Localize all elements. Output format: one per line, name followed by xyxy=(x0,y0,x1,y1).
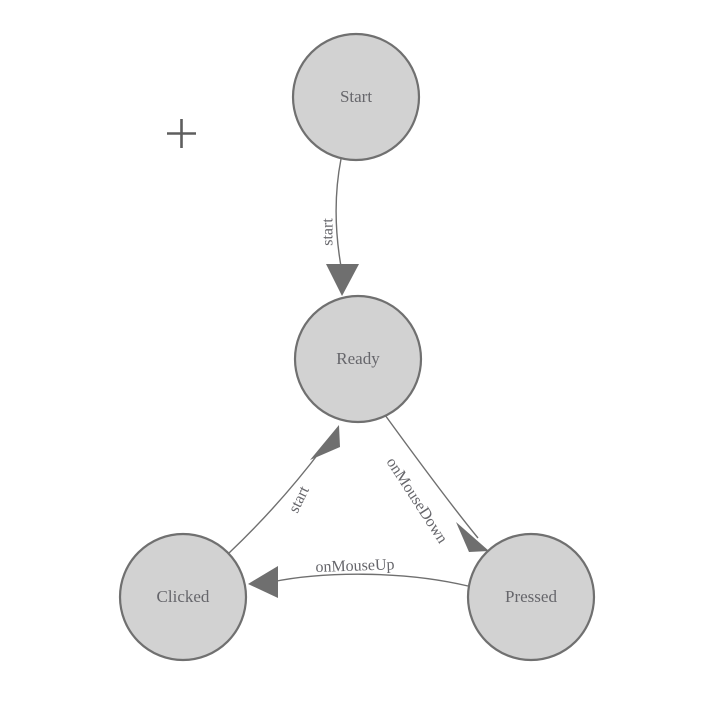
node-pressed-circle xyxy=(466,532,596,662)
edge-pressed-to-clicked-arrowhead xyxy=(248,566,278,598)
edge-pressed-to-clicked-path xyxy=(271,573,469,587)
edge-ready-to-pressed-path xyxy=(384,414,479,539)
node-clicked-circle xyxy=(118,532,248,662)
node-pressed[interactable]: Pressed xyxy=(466,532,596,662)
edge-clicked-to-ready[interactable]: start xyxy=(228,425,340,554)
edge-label-pressed-to-clicked: onMouseUp xyxy=(315,556,395,576)
node-ready-circle xyxy=(293,294,423,424)
node-start-circle xyxy=(291,32,421,162)
edge-start-to-ready-arrowhead xyxy=(326,264,359,296)
node-start-label: Start xyxy=(340,87,372,106)
edge-label-start-to-ready: start xyxy=(320,218,337,246)
edge-pressed-to-clicked[interactable]: onMouseUp xyxy=(248,556,469,598)
edge-ready-to-pressed-arrowhead xyxy=(456,522,489,552)
node-ready[interactable]: Ready xyxy=(293,294,423,424)
node-ready-label: Ready xyxy=(336,349,380,368)
edge-label-clicked-to-ready: start xyxy=(286,483,314,516)
edge-ready-to-pressed[interactable]: onMouseDown xyxy=(383,414,489,552)
node-clicked[interactable]: Clicked xyxy=(118,532,248,662)
node-clicked-label: Clicked xyxy=(157,587,210,606)
node-pressed-label: Pressed xyxy=(505,587,557,606)
node-start[interactable]: Start xyxy=(291,32,421,162)
edge-clicked-to-ready-path xyxy=(228,448,323,554)
edge-clicked-to-ready-arrowhead xyxy=(310,425,340,460)
crosshair-cursor-icon xyxy=(167,119,196,148)
edge-start-to-ready-path xyxy=(335,158,343,273)
edge-label-ready-to-pressed: onMouseDown xyxy=(383,455,451,547)
edge-start-to-ready[interactable]: start xyxy=(320,158,359,296)
